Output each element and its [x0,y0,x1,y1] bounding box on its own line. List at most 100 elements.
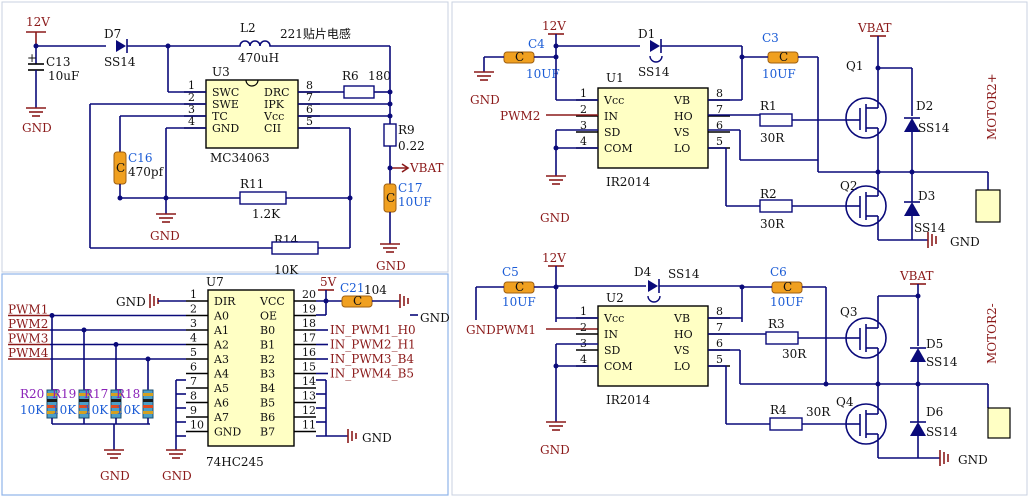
q4-label: Q4 [836,395,854,409]
u1-pin-num-7: 7 [716,103,723,116]
u1-pin-num-5: 5 [716,135,723,148]
svg-text:C: C [515,280,524,294]
svg-text:C: C [386,191,395,205]
u7-pin-num-12: 12 [302,404,316,417]
c5-label: C5 [502,265,519,279]
net-12v-u2: 12V [542,251,566,265]
pwm-in-label-4: PWM4 [8,346,49,360]
c6-label: C6 [770,265,787,279]
r2-value: 30R [760,217,785,231]
u1-pin-ho: HO [674,110,693,123]
d6-value: SS14 [926,425,958,439]
panel-left-top [1,1,449,273]
u2-pin-num-5: 5 [716,353,723,366]
u7-pin-dir: DIR [214,295,236,308]
u2-pin-vcc: Vcc [603,312,624,325]
d1-value: SS14 [638,65,670,79]
u7-pin-b0: B0 [260,324,275,337]
u2-pin-vs: VS [673,344,689,357]
u7-pin-b5: B5 [260,397,275,410]
l2-desc: 221贴片电感 [280,26,351,41]
pwm-out-label-1: IN_PWM1_H0 [330,323,416,337]
pulldown-label-r17: R17 [84,387,108,401]
u7-pin-b3: B3 [260,368,275,381]
vbat-label-u1: VBAT [857,21,892,35]
pulldown-value-r19: 10K [52,403,77,417]
u1-pin-vcc: Vcc [603,94,624,107]
u1-pin-num-2: 2 [580,103,587,116]
svg-text:+: + [27,51,37,65]
u7-pin-num-15: 15 [302,361,316,374]
pulldown-label-r19: R19 [52,387,76,401]
u1-part: IR2014 [606,175,651,189]
r3-value: 30R [782,347,807,361]
pulldown-label-r18: R18 [116,387,140,401]
c3-value: 10UF [762,67,796,81]
r6-label: R6 [342,69,359,83]
u7-pin-num-3: 3 [190,317,197,330]
u2-label: U2 [606,291,624,305]
u1-pin-num-1: 1 [580,87,587,100]
pwm-out-label-4: IN_PWM4_B5 [330,367,414,381]
vbat-label-u2: VBAT [899,269,934,283]
r9-value: 0.22 [398,139,425,153]
pwm-in-label-3: PWM3 [8,332,48,346]
u3-pin-swe: SWE [212,98,239,111]
u7-pin-num-13: 13 [302,390,316,403]
u1-label: U1 [606,71,624,85]
d5-value: SS14 [926,355,958,369]
u7-pin-num-10: 10 [190,419,204,432]
svg-text:C: C [783,280,792,294]
c5-value: 10UF [502,295,536,309]
c17-value: 10UF [398,195,432,209]
pulldown-value-r17: 10K [84,403,109,417]
u2-pin-num-8: 8 [716,305,723,318]
r6-value: 180 [368,69,391,83]
pwm2-label: PWM2 [500,109,540,123]
pulldown-label-r20: R20 [20,387,44,401]
gnd-label-q2: GND [950,235,980,249]
u2-pin-lo: LO [674,360,690,373]
gnd-label-u7: GND [162,469,192,483]
u7-pin-b6: B6 [260,411,275,424]
motor-plus-label: MOTOR2+ [985,73,999,140]
u3-part: MC34063 [210,151,270,165]
u3-pin-num-5: 5 [306,115,313,128]
u7-pin-a7: A7 [213,411,229,424]
gndpwm1-label: GNDPWM1 [466,323,536,337]
u3-pin-swc: SWC [212,86,239,99]
u2-pin-ho: HO [674,328,693,341]
u7-pin-num-1: 1 [190,288,197,301]
gnd-label-c21: GND [420,311,450,325]
gnd-label-c4: GND [470,93,500,107]
u7-pin-num-18: 18 [302,317,316,330]
u3-pin-num-1: 1 [188,79,195,92]
r1-value: 30R [760,131,785,145]
u2-pin-sd: SD [604,344,621,357]
u3-label: U3 [212,65,230,79]
c13-value: 10uF [48,69,79,83]
u7-pin-num-19: 19 [302,303,316,316]
l2-value: 470uH [238,51,279,65]
gnd-label-u1: GND [540,211,570,225]
u3-pin-num-4: 4 [188,115,195,128]
u3-pin-drc: DRC [264,86,290,99]
r2-label: R2 [760,187,777,201]
svg-text:C: C [515,50,524,64]
panel-right [451,1,1028,496]
u7-pin-a3: A3 [213,353,229,366]
u1-chip [597,87,709,169]
ir2014-u1-block: C4 C 10UF GND 12V D1 SS14 C3 C 10UF [470,19,1001,249]
gnd-label-b7: GND [362,431,392,445]
c17-label: C17 [398,181,422,195]
u3-pin-num-2: 2 [188,91,195,104]
gnd-label-u2: GND [540,443,570,457]
u1-pin-vb: VB [673,94,690,107]
u2-pin-num-6: 6 [716,337,723,350]
u7-part: 74HC245 [206,455,264,469]
c6-value: 10UF [770,295,804,309]
u7-pin-num-8: 8 [190,390,197,403]
r4-label: R4 [770,403,787,417]
u2-pin-num-7: 7 [716,321,723,334]
d7-value: SS14 [104,55,136,69]
